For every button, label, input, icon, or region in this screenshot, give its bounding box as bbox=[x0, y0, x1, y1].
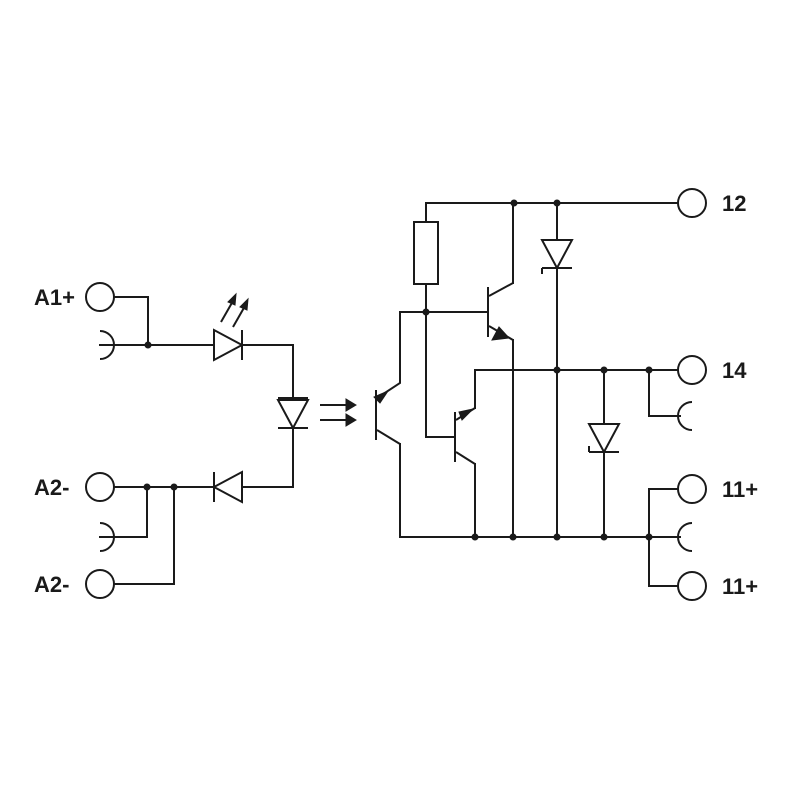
junction-dot bbox=[144, 341, 152, 349]
wire-14-bridge bbox=[648, 369, 681, 417]
opto-led bbox=[276, 397, 310, 431]
bridge-terminal-11 bbox=[677, 522, 693, 552]
terminal-14 bbox=[677, 355, 707, 385]
terminal-12 bbox=[677, 188, 707, 218]
wire-a1 bbox=[113, 296, 149, 346]
label-a1-plus: A1+ bbox=[34, 285, 75, 310]
transistor-upper bbox=[487, 202, 514, 538]
terminal-11-plus-1 bbox=[677, 474, 707, 504]
transistor-lower bbox=[454, 369, 679, 538]
bridge-terminal-14 bbox=[677, 401, 693, 431]
wire-photo-collector bbox=[375, 311, 489, 400]
wire-a2-bridge bbox=[99, 486, 148, 538]
optical-coupling-arrows bbox=[320, 398, 357, 427]
input-circuit bbox=[85, 282, 310, 599]
label-11-plus-1: 11+ bbox=[722, 477, 758, 502]
terminal-a2-minus-1 bbox=[85, 472, 115, 502]
diode-14 bbox=[587, 423, 621, 455]
wire-a2-second bbox=[113, 486, 175, 585]
output-circuit bbox=[373, 188, 707, 601]
label-a2-minus-2: A2- bbox=[34, 572, 69, 597]
terminal-11-plus-2 bbox=[677, 571, 707, 601]
junction-dot bbox=[600, 533, 608, 541]
junction-dot bbox=[553, 366, 561, 374]
terminal-a2-minus-2 bbox=[85, 569, 115, 599]
phototransistor bbox=[373, 311, 489, 538]
led-indicator bbox=[213, 292, 249, 362]
junction-dot bbox=[553, 533, 561, 541]
junction-dot bbox=[509, 533, 517, 541]
bridge-terminal-a2 bbox=[99, 522, 115, 552]
protection-diode-input bbox=[211, 470, 243, 504]
wire-11-vertical bbox=[648, 488, 679, 587]
wire-res-down bbox=[425, 283, 456, 438]
wire-opto-down bbox=[241, 427, 294, 488]
junction-dot bbox=[471, 533, 479, 541]
label-12: 12 bbox=[722, 191, 746, 216]
label-a2-minus-1: A2- bbox=[34, 475, 69, 500]
terminal-a1-plus bbox=[85, 282, 115, 312]
resistor bbox=[413, 221, 439, 285]
junction-dot bbox=[600, 366, 608, 374]
label-11-plus-2: 11+ bbox=[722, 574, 758, 599]
label-14: 14 bbox=[722, 358, 747, 383]
rail-14 bbox=[474, 369, 679, 409]
wire-led-right bbox=[241, 344, 294, 399]
